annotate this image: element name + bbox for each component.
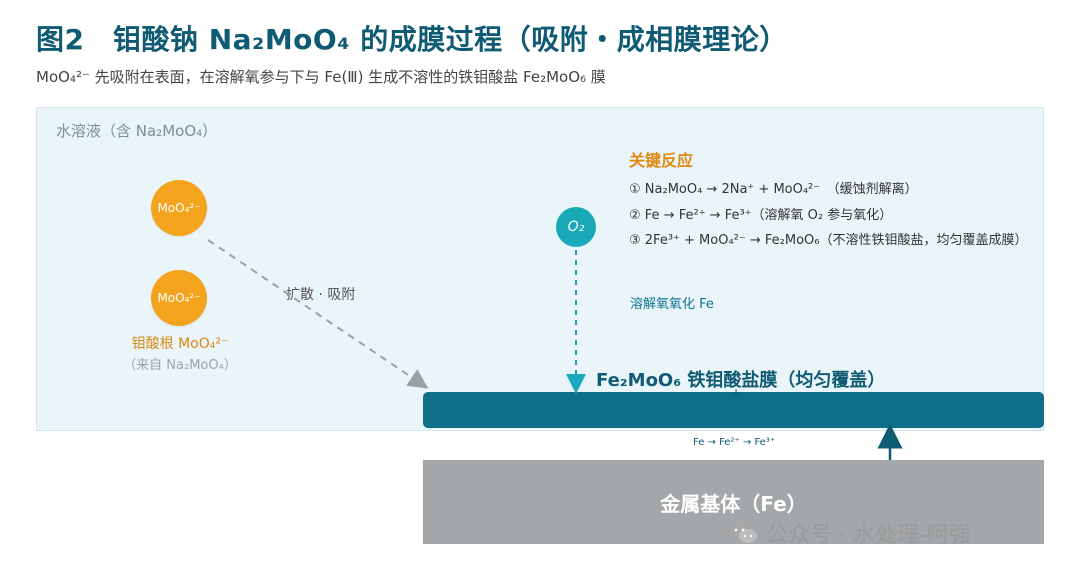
reactions-title: 关键反应 [629,151,694,170]
iron-oxidation-label: Fe → Fe²⁺ → Fe³⁺ [693,437,776,448]
molybdate-ion-2: MoO₄²⁻ [151,270,207,326]
molybdate-ion-1: MoO₄²⁻ [151,180,207,236]
wechat-icon [729,522,757,543]
reaction-3: ③ 2Fe³⁺ + MoO₄²⁻ → Fe₂MoO₆（不溶性铁钼酸盐，均匀覆盖成… [629,233,1028,248]
reaction-1: ① Na₂MoO₄ → 2Na⁺ + MoO₄²⁻ （缓蚀剂解离） [629,182,918,197]
oxygen-molecule: O₂ [556,207,596,247]
solution-region [36,107,1044,431]
molybdate-film-layer [423,392,1044,428]
watermark-text: 公众号 · 水处理-阿强 [766,523,971,548]
watermark: 公众号 · 水处理-阿强 [728,517,971,549]
solution-label: 水溶液（含 Na₂MoO₄） [56,122,218,140]
diffusion-label: 扩散 · 吸附 [286,287,356,303]
oxygen-caption: 溶解氧氧化 Fe [630,297,714,312]
reaction-2: ② Fe → Fe²⁺ → Fe³⁺（溶解氧 O₂ 参与氧化） [629,208,893,223]
film-label: Fe₂MoO₆ 铁钼酸盐膜（均匀覆盖） [596,370,886,391]
ion-source: （来自 Na₂MoO₄） [123,358,237,373]
page-title: 图2 钼酸钠 Na₂MoO₄ 的成膜过程（吸附・成相膜理论） [36,23,788,56]
ion-caption: 钼酸根 MoO₄²⁻ [131,336,229,352]
page-subtitle: MoO₄²⁻ 先吸附在表面，在溶解氧参与下与 Fe(Ⅲ) 生成不溶性的铁钼酸盐 … [36,68,606,86]
